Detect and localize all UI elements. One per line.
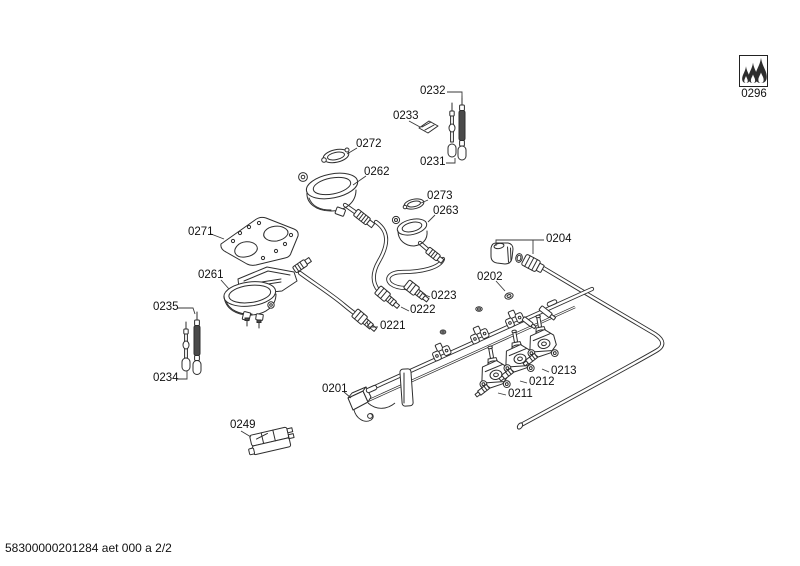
flame-legend-label: 0296 <box>741 88 767 100</box>
manifold-rail-0201-drawing <box>347 286 595 422</box>
burner-body-0262-drawing <box>298 172 376 229</box>
flames-icon <box>742 57 767 83</box>
callout-0249: 0249 <box>230 419 256 431</box>
callout-0223: 0223 <box>431 290 457 302</box>
callout-0212: 0212 <box>529 376 555 388</box>
callout-0235: 0235 <box>153 301 179 313</box>
burner-assembly-0261-drawing <box>223 257 312 329</box>
footer-doc-number: 58300000201284 aet 000 a 2/2 <box>5 541 172 555</box>
callout-0273: 0273 <box>427 190 453 202</box>
callout-0213: 0213 <box>551 365 577 377</box>
igniter-electrode-0234-drawing <box>181 321 191 372</box>
injector-jet-drawing <box>521 305 557 330</box>
callout-0211: 0211 <box>508 388 533 400</box>
feed-pipe-0221-drawing <box>297 270 378 332</box>
feed-pipe-0222-drawing <box>371 219 401 309</box>
callout-0204: 0204 <box>546 233 572 245</box>
callout-0221: 0221 <box>380 320 406 332</box>
elbow-fitting-0204-drawing <box>490 242 545 273</box>
callout-leader-lines <box>177 91 550 438</box>
burner-ring-0272-drawing <box>321 147 350 164</box>
callout-0272: 0272 <box>356 138 382 150</box>
callout-0233: 0233 <box>393 110 419 122</box>
o-ring-0202-drawing <box>504 292 514 300</box>
callout-0202: 0202 <box>477 271 503 283</box>
callout-0261: 0261 <box>198 269 224 281</box>
supply-pipe-0204-drawing <box>516 263 665 430</box>
feed-pipe-0223-drawing <box>386 256 446 303</box>
burner-ring-0273-drawing <box>402 198 425 210</box>
callout-0263: 0263 <box>433 205 459 217</box>
terminal-block-0249-drawing <box>248 426 295 456</box>
callout-0234: 0234 <box>153 372 179 384</box>
callout-0222: 0222 <box>410 304 436 316</box>
thermocouple-0232-drawing <box>457 95 467 161</box>
callout-0271: 0271 <box>188 226 214 238</box>
burner-body-0263-drawing <box>391 215 445 264</box>
mounting-plate-0271-drawing <box>220 216 299 266</box>
grommet-drawing <box>439 306 483 335</box>
flame-legend-box <box>739 55 768 87</box>
callout-0232: 0232 <box>420 85 446 97</box>
thermocouple-0235-drawing <box>192 311 202 375</box>
callout-0201: 0201 <box>322 383 348 395</box>
callout-0262: 0262 <box>364 166 390 178</box>
callout-0231: 0231 <box>420 156 446 168</box>
clip-0233-drawing <box>418 120 439 134</box>
igniter-electrode-0231-drawing <box>447 102 457 158</box>
